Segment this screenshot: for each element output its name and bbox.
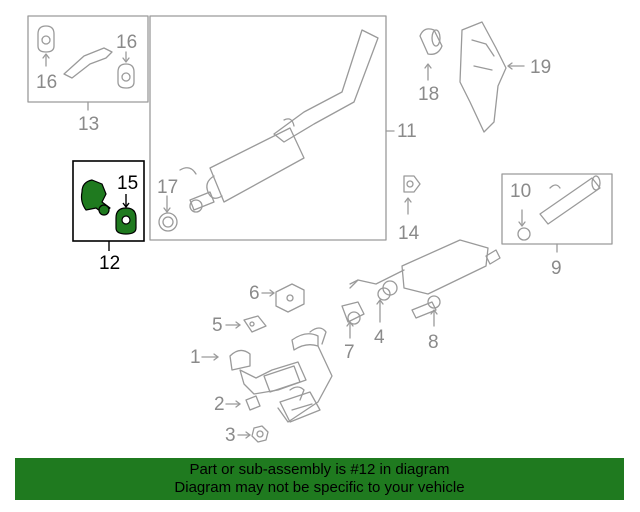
callout-16-right: 16 [116,32,138,53]
clamp-7-drawing [341,301,365,325]
muffler-tailpipe-drawing [179,29,379,213]
callout-12: 12 [99,253,121,274]
callout-2: 2 [214,394,225,415]
converter-assembly-drawing [229,327,333,423]
callout-13: 13 [78,114,100,135]
nut-3-drawing [251,425,269,443]
callout-15: 15 [117,173,139,194]
resonator-drawing [349,239,501,296]
hanger-insulator-12-drawing [80,179,137,235]
info-banner: Part or sub-assembly is #12 in diagram D… [15,458,624,500]
callout-6: 6 [249,283,260,304]
callout-10: 10 [510,181,532,202]
callout-9: 9 [551,258,562,279]
banner-line-part: Part or sub-assembly is #12 in diagram [189,461,450,478]
callout-3: 3 [225,425,236,446]
callout-1: 1 [190,347,201,368]
hanger-14-drawing [403,175,421,193]
callout-7: 7 [344,342,355,363]
bracket-5-drawing [243,315,267,333]
callout-11: 11 [397,121,417,142]
extension-pipe-9-drawing [517,175,601,241]
callout-17: 17 [157,177,179,198]
callout-8: 8 [428,332,439,353]
bolt-8-drawing [411,295,441,319]
sensor-2-drawing [245,395,261,411]
heat-shield-19-drawing [459,21,507,133]
callout-4: 4 [374,327,385,348]
sleeve-18-drawing [419,28,443,55]
callout-5: 5 [212,315,223,336]
callout-14: 14 [398,223,420,244]
clamp-17-drawing [158,212,178,232]
callout-16-left: 16 [36,72,58,93]
banner-line-disclaimer: Diagram may not be specific to your vehi… [174,479,465,496]
callout-18: 18 [418,84,440,105]
gasket-6-drawing [275,283,305,313]
group-box-11 [149,15,387,241]
hanger-bracket-drawing [37,25,135,89]
group-box-12 [72,160,145,251]
callout-19: 19 [530,57,552,78]
